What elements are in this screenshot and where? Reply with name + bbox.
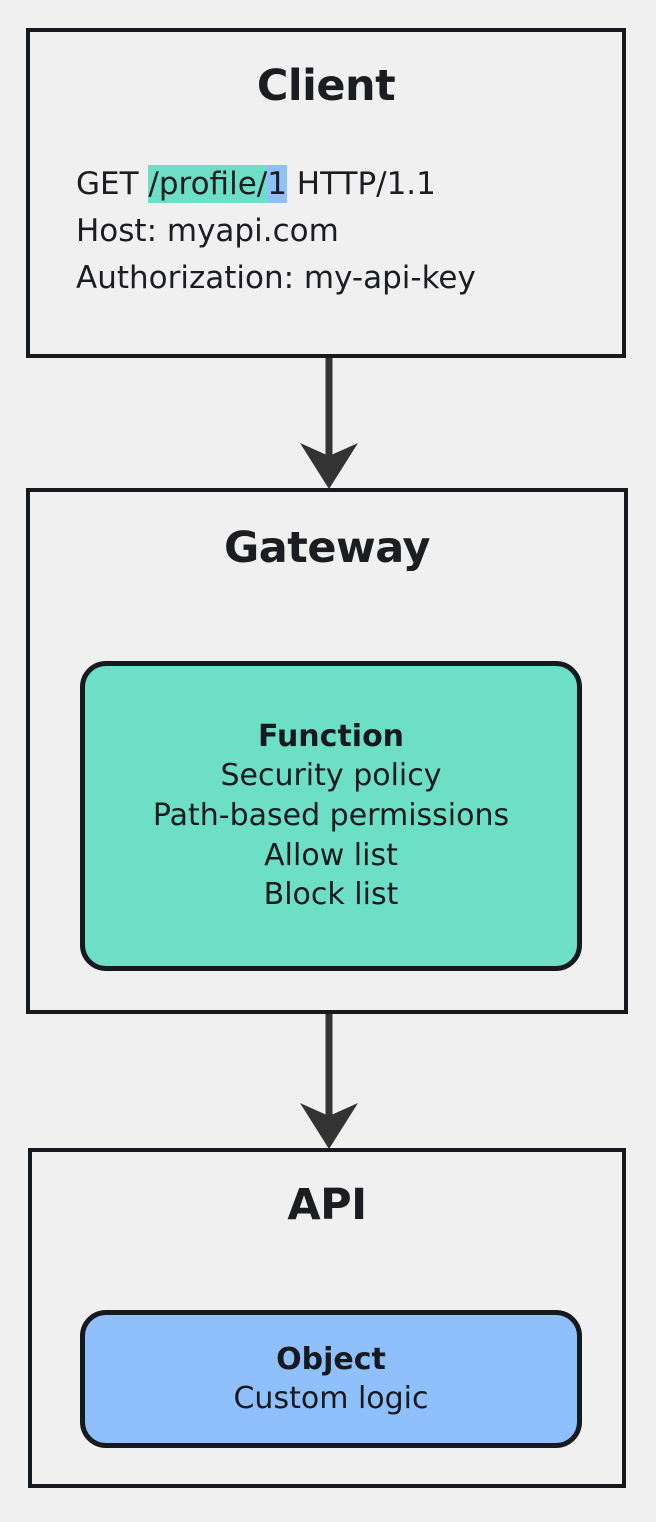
subnode-object[interactable]: Object Custom logic [80, 1310, 582, 1448]
node-api-title: API [287, 1180, 367, 1230]
node-gateway[interactable]: Gateway Function Security policy Path-ba… [26, 488, 628, 1014]
http-protocol: HTTP/1.1 [286, 166, 436, 202]
subnode-function-title: Function [257, 719, 405, 755]
edge-gateway-to-api [300, 1014, 358, 1149]
client-request-line-1: GET /profile/1 HTTP/1.1 [76, 161, 476, 208]
function-item-path-based-permissions: Path-based permissions [152, 797, 510, 833]
object-item-custom-logic: Custom logic [233, 1380, 429, 1416]
node-client-title: Client [256, 61, 396, 111]
subnode-function[interactable]: Function Security policy Path-based perm… [80, 661, 582, 971]
subnode-object-title: Object [276, 1341, 386, 1377]
edge-client-to-gateway [300, 358, 358, 489]
client-request-block: GET /profile/1 HTTP/1.1 Host: myapi.com … [76, 161, 476, 302]
function-item-security-policy: Security policy [220, 758, 442, 794]
http-method: GET [76, 166, 149, 202]
client-request-line-2: Host: myapi.com [76, 213, 339, 250]
node-gateway-title: Gateway [224, 523, 430, 573]
function-item-allow-list: Allow list [264, 837, 398, 873]
request-id-highlight: 1 [267, 165, 287, 203]
client-request-line-3: Authorization: my-api-key [76, 260, 476, 297]
function-item-block-list: Block list [263, 877, 399, 913]
node-api[interactable]: API Object Custom logic [28, 1148, 626, 1488]
node-client[interactable]: Client GET /profile/1 HTTP/1.1 Host: mya… [26, 28, 626, 358]
request-path-highlight: /profile/ [148, 165, 268, 203]
